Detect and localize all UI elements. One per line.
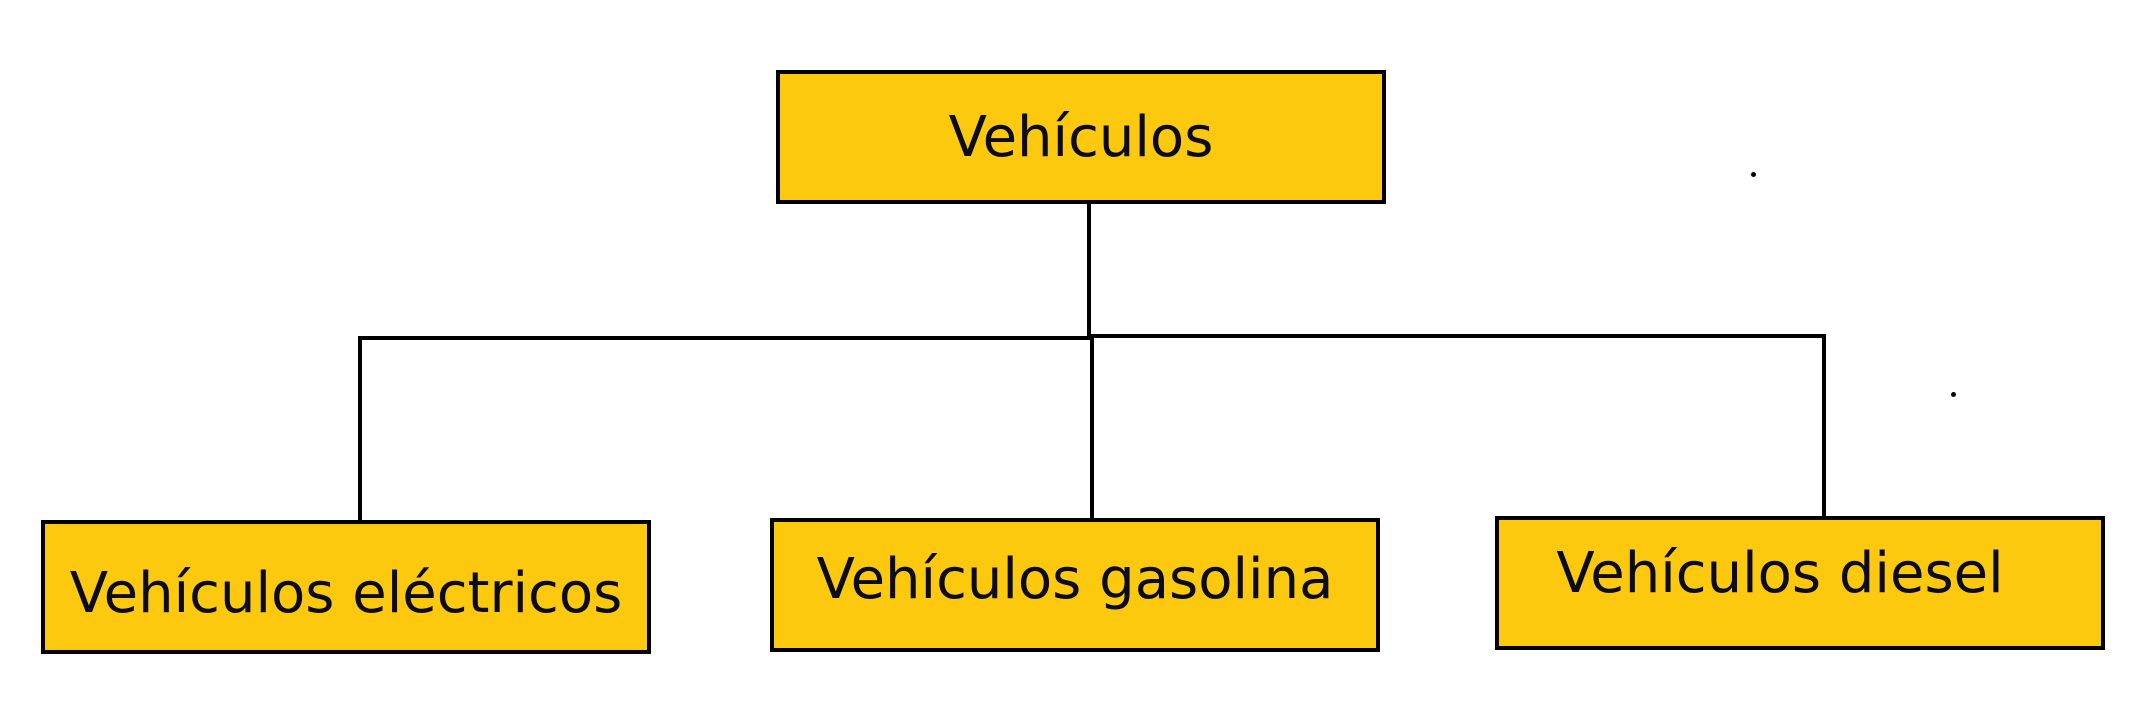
node-vehiculos-gasolina: Vehículos gasolina xyxy=(770,518,1380,652)
node-label: Vehículos diesel xyxy=(1556,540,2004,606)
node-label: Vehículos gasolina xyxy=(816,546,1334,612)
stray-dot xyxy=(1751,172,1756,177)
stray-dot xyxy=(1951,392,1956,397)
node-vehiculos: Vehículos xyxy=(776,70,1386,204)
node-vehiculos-diesel: Vehículos diesel xyxy=(1495,516,2105,650)
node-label: Vehículos xyxy=(948,104,1214,170)
node-label: Vehículos eléctricos xyxy=(69,560,623,626)
node-vehiculos-electricos: Vehículos eléctricos xyxy=(41,520,651,654)
